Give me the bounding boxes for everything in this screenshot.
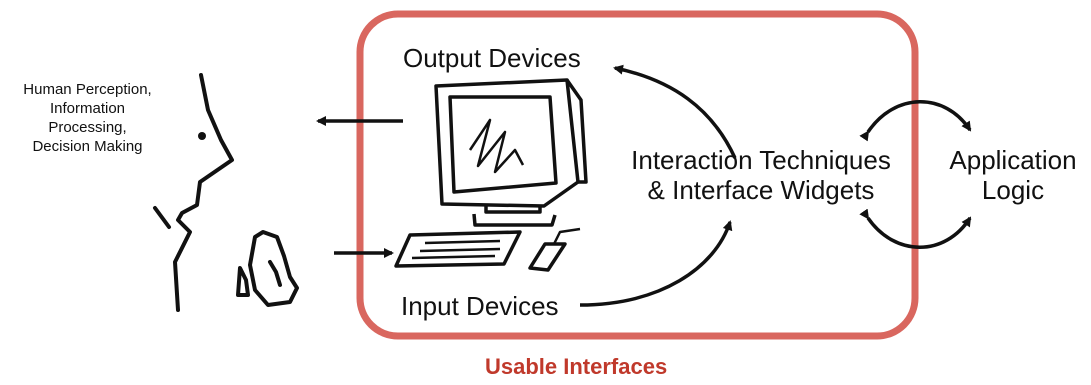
interaction-techniques-label: Interaction Techniques & Interface Widge… [606, 145, 916, 205]
interaction-line1: Interaction Techniques [631, 145, 891, 175]
arrow-to-interaction [579, 220, 733, 307]
arrows [316, 64, 972, 307]
usable-interfaces-box [356, 10, 919, 340]
arrow-app-top [859, 100, 972, 142]
usable-interfaces-title: Usable Interfaces [485, 354, 668, 379]
application-line2: Logic [981, 175, 1045, 205]
application-line1: Application [949, 145, 1077, 175]
arrow-app-bottom [859, 208, 972, 249]
human-label-line4: Decision Making [32, 138, 143, 155]
human-perception-label: Human Perception, Information Processing… [0, 80, 175, 156]
interaction-line2: & Interface Widgets [647, 175, 875, 205]
application-logic-label: Application Logic [938, 145, 1088, 205]
human-label-line2: Information [49, 100, 126, 117]
input-devices-label: Input Devices [401, 291, 559, 321]
arrow-to-output [613, 64, 737, 159]
human-label-line3: Processing, [48, 119, 127, 136]
output-devices-label: Output Devices [403, 43, 581, 73]
computer-sketch [394, 78, 588, 272]
human-sketch [153, 73, 299, 312]
human-label-line1: Human Perception, [23, 81, 152, 98]
